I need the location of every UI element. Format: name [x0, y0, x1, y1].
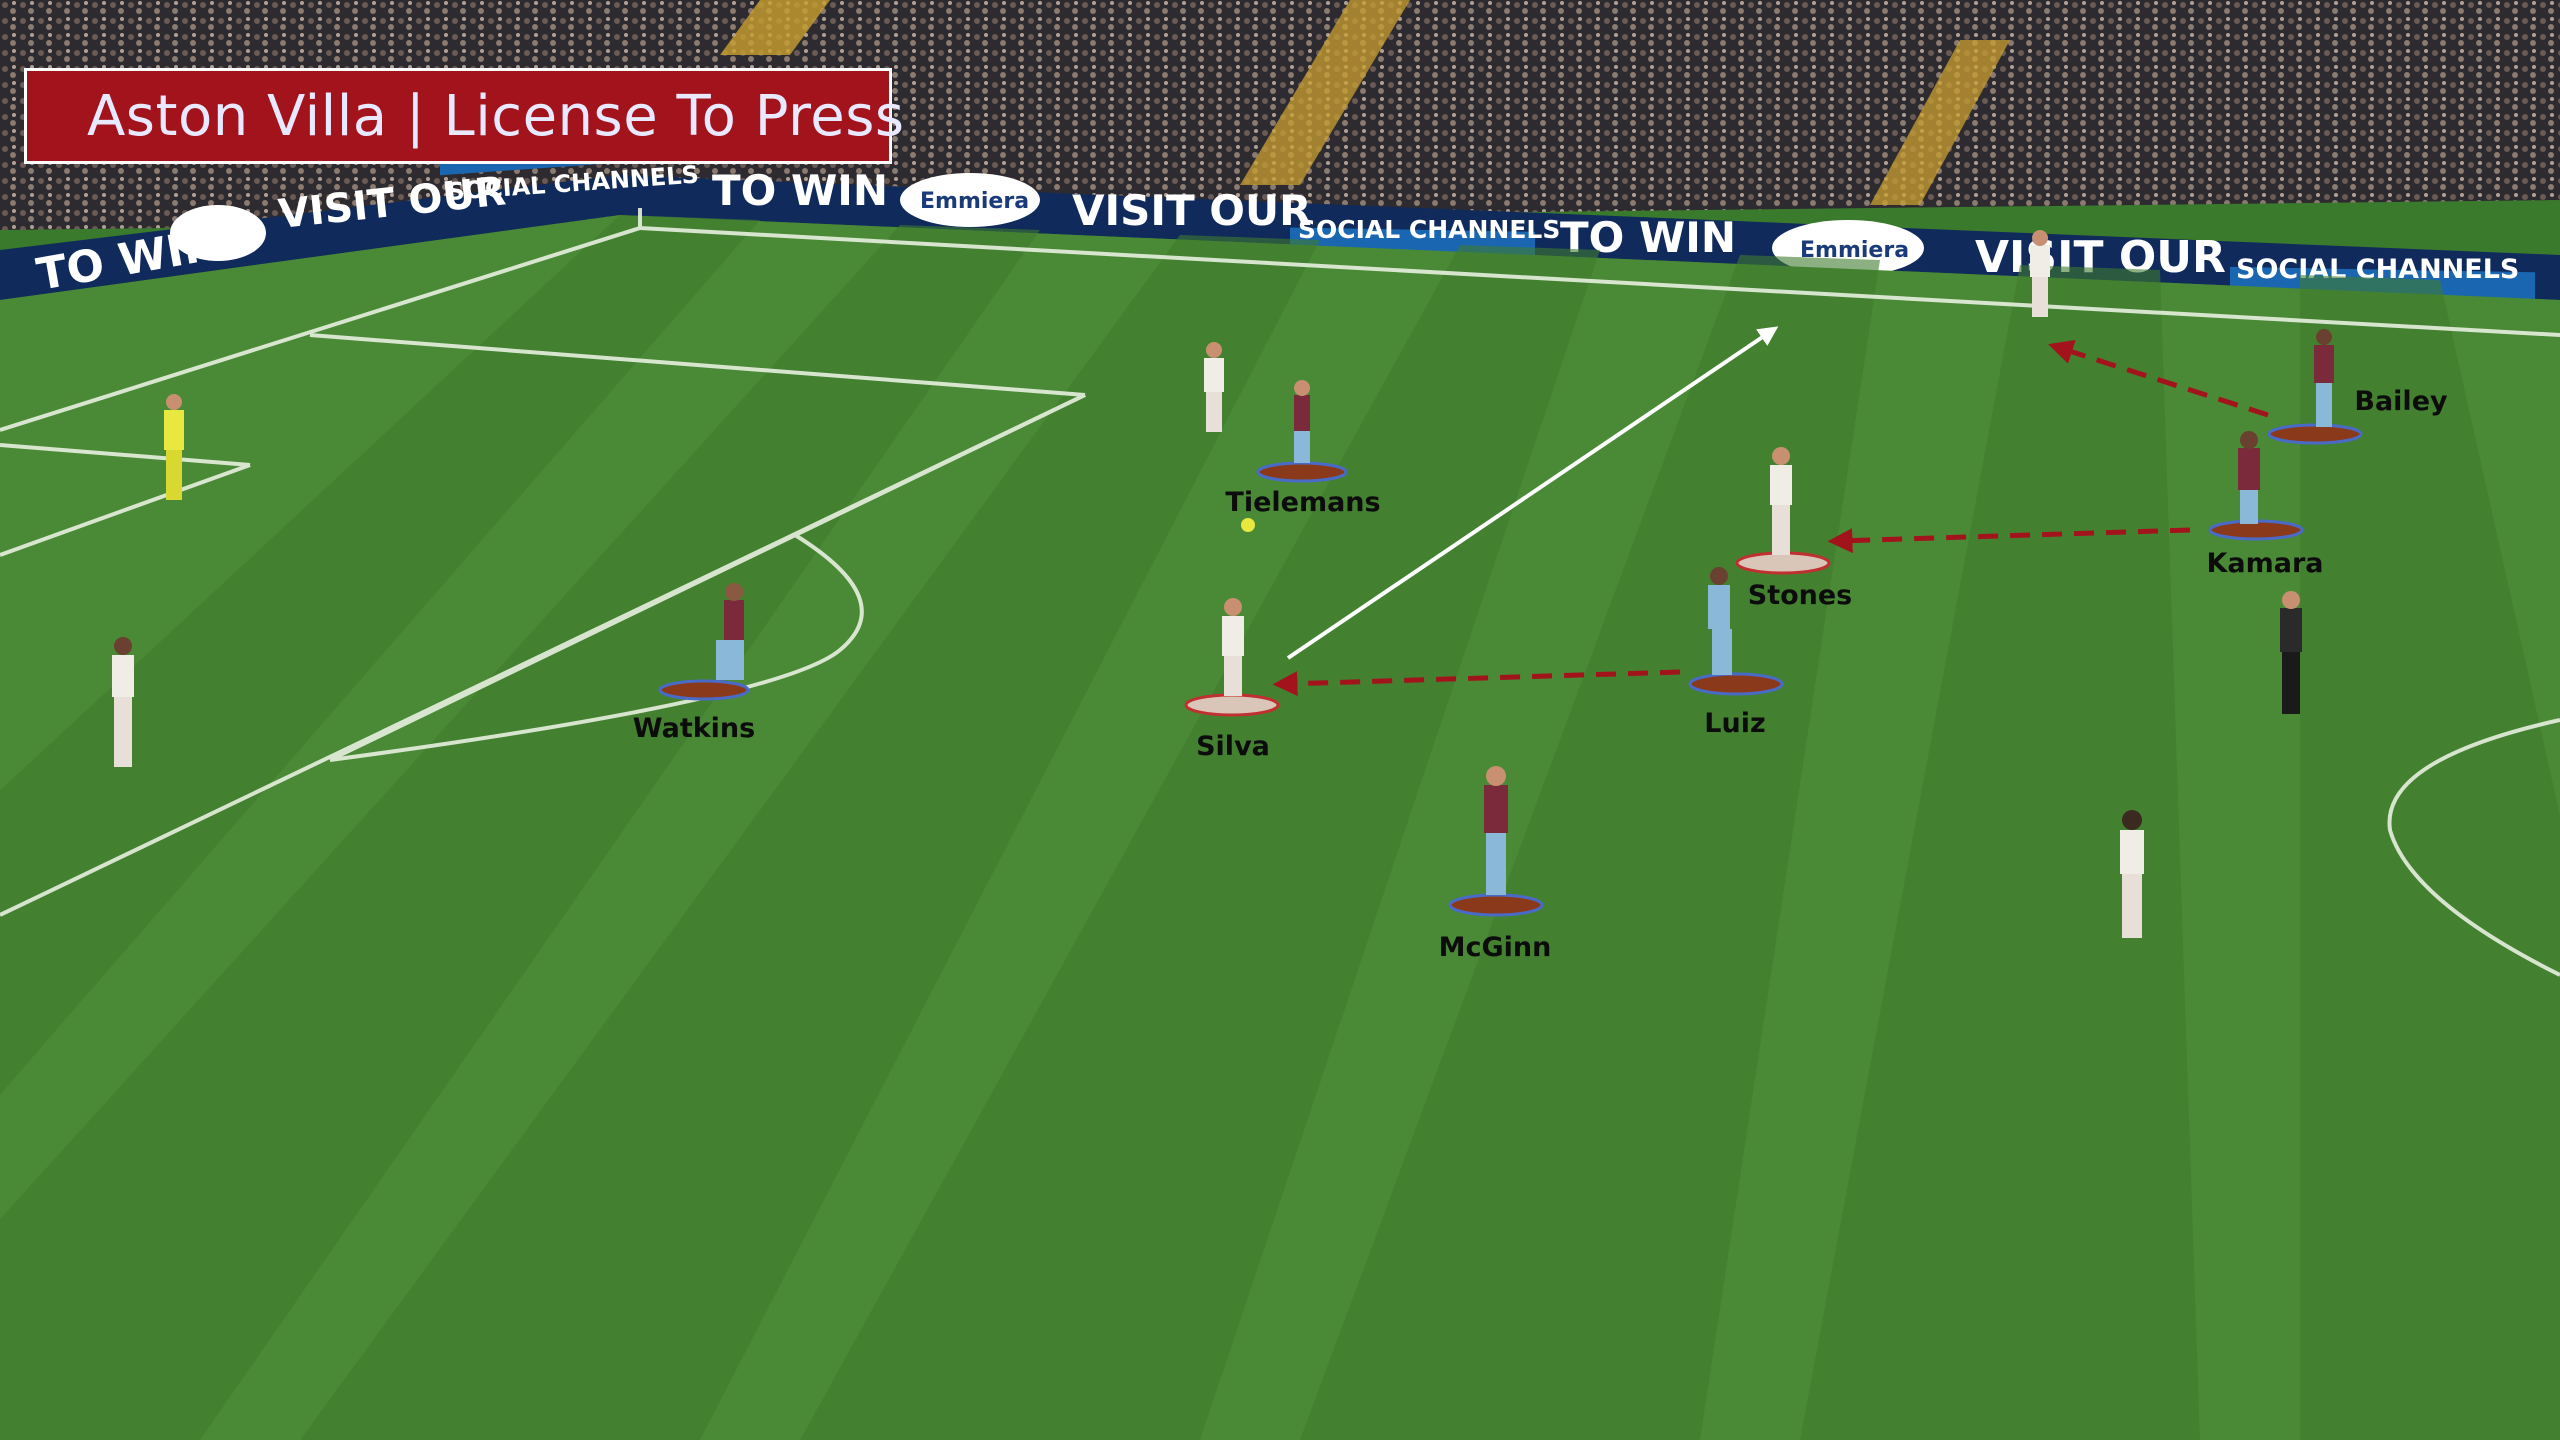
label-bailey: Bailey [2354, 386, 2448, 417]
pass-arrow [1286, 326, 1779, 660]
player-markers [658, 423, 2363, 917]
label-kamara: Kamara [2206, 548, 2324, 579]
press-arrow-luiz-silva [1272, 669, 1681, 697]
label-stones: Stones [1747, 580, 1853, 611]
crowd-stands [0, 0, 2560, 230]
pressing-arrows [1272, 339, 2269, 697]
press-arrow-bailey [2048, 339, 2269, 418]
player-figures [112, 230, 2334, 938]
label-silva: Silva [1196, 731, 1270, 762]
ad-text-visit-our-2: VISIT OUR [1072, 186, 1311, 235]
label-mcginn: McGinn [1438, 932, 1552, 963]
ball-icon [1241, 518, 1255, 532]
ad-sponsor-1: Emmiera [920, 189, 1029, 214]
pitch [0, 215, 2560, 1440]
label-tielemans: Tielemans [1225, 487, 1381, 518]
label-watkins: Watkins [632, 713, 756, 744]
pitch-markings [0, 208, 2560, 977]
label-luiz: Luiz [1704, 708, 1766, 739]
ad-text-to-win-1: TO WIN [712, 166, 888, 215]
title-banner: Aston Villa | License To Press [24, 68, 904, 164]
press-arrow-kamara-stones [1827, 527, 2191, 554]
ad-text-social-2: SOCIAL CHANNELS [1298, 215, 1560, 244]
page-title: Aston Villa | License To Press [87, 83, 905, 149]
